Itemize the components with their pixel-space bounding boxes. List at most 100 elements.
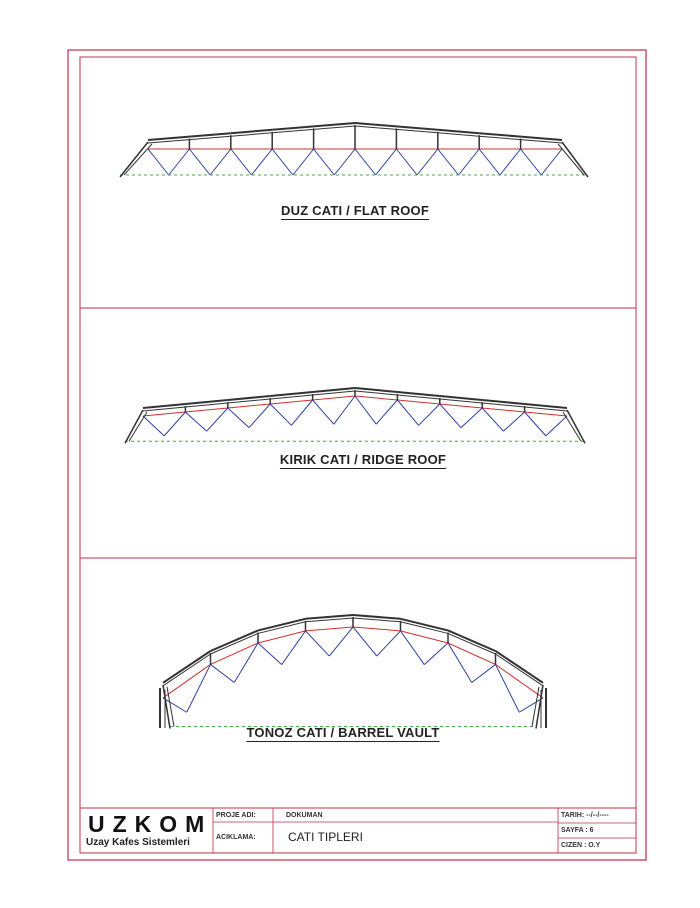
web-member (396, 148, 418, 176)
web-member (478, 148, 501, 176)
web-member (333, 395, 356, 425)
top-chord (479, 132, 521, 138)
page-label: SAYFA : 6 (561, 827, 594, 834)
web-member (269, 403, 292, 426)
web-member (162, 697, 188, 713)
end-member (162, 684, 171, 729)
date-label: TARIH: --/--/---- (561, 812, 609, 819)
web-member (312, 399, 335, 425)
web-member (416, 148, 439, 176)
web-member (233, 642, 259, 683)
top-chord (397, 391, 440, 397)
top-chord (313, 122, 356, 128)
top-chord (162, 650, 212, 684)
web-member (333, 148, 356, 176)
web-member (168, 148, 190, 176)
top-chord (494, 650, 544, 684)
web-member (352, 626, 378, 657)
top-chord (400, 617, 449, 632)
end-member (566, 409, 586, 444)
top-chord (189, 132, 231, 138)
red-chord (210, 642, 259, 665)
top-chord (447, 632, 496, 655)
red-chord (354, 395, 398, 401)
top-chord (312, 387, 356, 393)
top-chord (524, 406, 568, 412)
red-chord (312, 395, 356, 401)
web-member (313, 148, 335, 176)
web-member (354, 148, 377, 176)
top-chord (312, 390, 356, 396)
red-chord (482, 407, 525, 413)
top-chord (227, 398, 271, 404)
web-member (142, 415, 165, 437)
web-member (210, 664, 235, 683)
red-chord (447, 642, 496, 665)
web-member (447, 642, 473, 683)
red-chord (439, 403, 483, 409)
web-member (291, 399, 313, 426)
web-member (257, 642, 283, 665)
barrel-vault-label: TONOZ CATI / BARREL VAULT (246, 725, 440, 740)
web-member (481, 407, 504, 432)
top-chord (520, 139, 563, 144)
top-chord (482, 402, 525, 408)
top-chord (185, 399, 228, 405)
document-label: DOKUMAN (286, 812, 323, 819)
web-member (418, 403, 441, 426)
end-member (561, 141, 589, 178)
web-member (163, 411, 186, 437)
end-member (557, 143, 585, 176)
web-member (186, 664, 211, 713)
top-chord (230, 128, 273, 135)
web-member (206, 407, 229, 432)
red-chord (352, 626, 401, 632)
top-chord (437, 132, 480, 137)
end-member (123, 143, 153, 176)
web-member (518, 697, 544, 713)
web-member (147, 148, 170, 176)
web-member (495, 664, 520, 713)
red-chord (185, 407, 228, 413)
red-chord (495, 664, 544, 699)
end-member (128, 411, 148, 442)
inner-border (79, 56, 637, 854)
web-member (271, 148, 294, 176)
top-chord (147, 139, 190, 144)
web-member (437, 148, 459, 176)
top-chord (147, 135, 190, 141)
top-chord (227, 395, 271, 401)
web-member (499, 148, 521, 176)
web-member (471, 664, 496, 683)
top-chord (482, 399, 525, 405)
end-member (119, 141, 149, 178)
title-block-grid (212, 808, 636, 853)
ridge-roof-label: KIRIK CATI / RIDGE ROOF (279, 452, 447, 467)
top-chord (142, 403, 186, 409)
top-chord (495, 653, 544, 687)
top-chord (354, 122, 397, 128)
web-member (397, 399, 419, 426)
top-chord (400, 621, 449, 634)
top-chord (447, 629, 496, 652)
red-chord (227, 403, 271, 409)
top-chord (142, 406, 186, 412)
red-chord (270, 399, 313, 405)
top-chord (270, 391, 313, 397)
web-member (460, 407, 483, 429)
web-member (292, 148, 314, 176)
end-member (535, 684, 544, 729)
red-chord (162, 664, 211, 699)
top-chord (210, 629, 259, 652)
red-chord (397, 399, 440, 405)
red-chord (257, 630, 306, 644)
top-chord (352, 617, 401, 623)
web-member (230, 148, 252, 176)
red-chord (400, 630, 449, 644)
top-chord (396, 128, 438, 134)
top-chord (439, 398, 483, 404)
web-member (423, 642, 449, 665)
web-member (524, 411, 547, 437)
web-member (520, 148, 542, 176)
top-chord (520, 135, 563, 141)
